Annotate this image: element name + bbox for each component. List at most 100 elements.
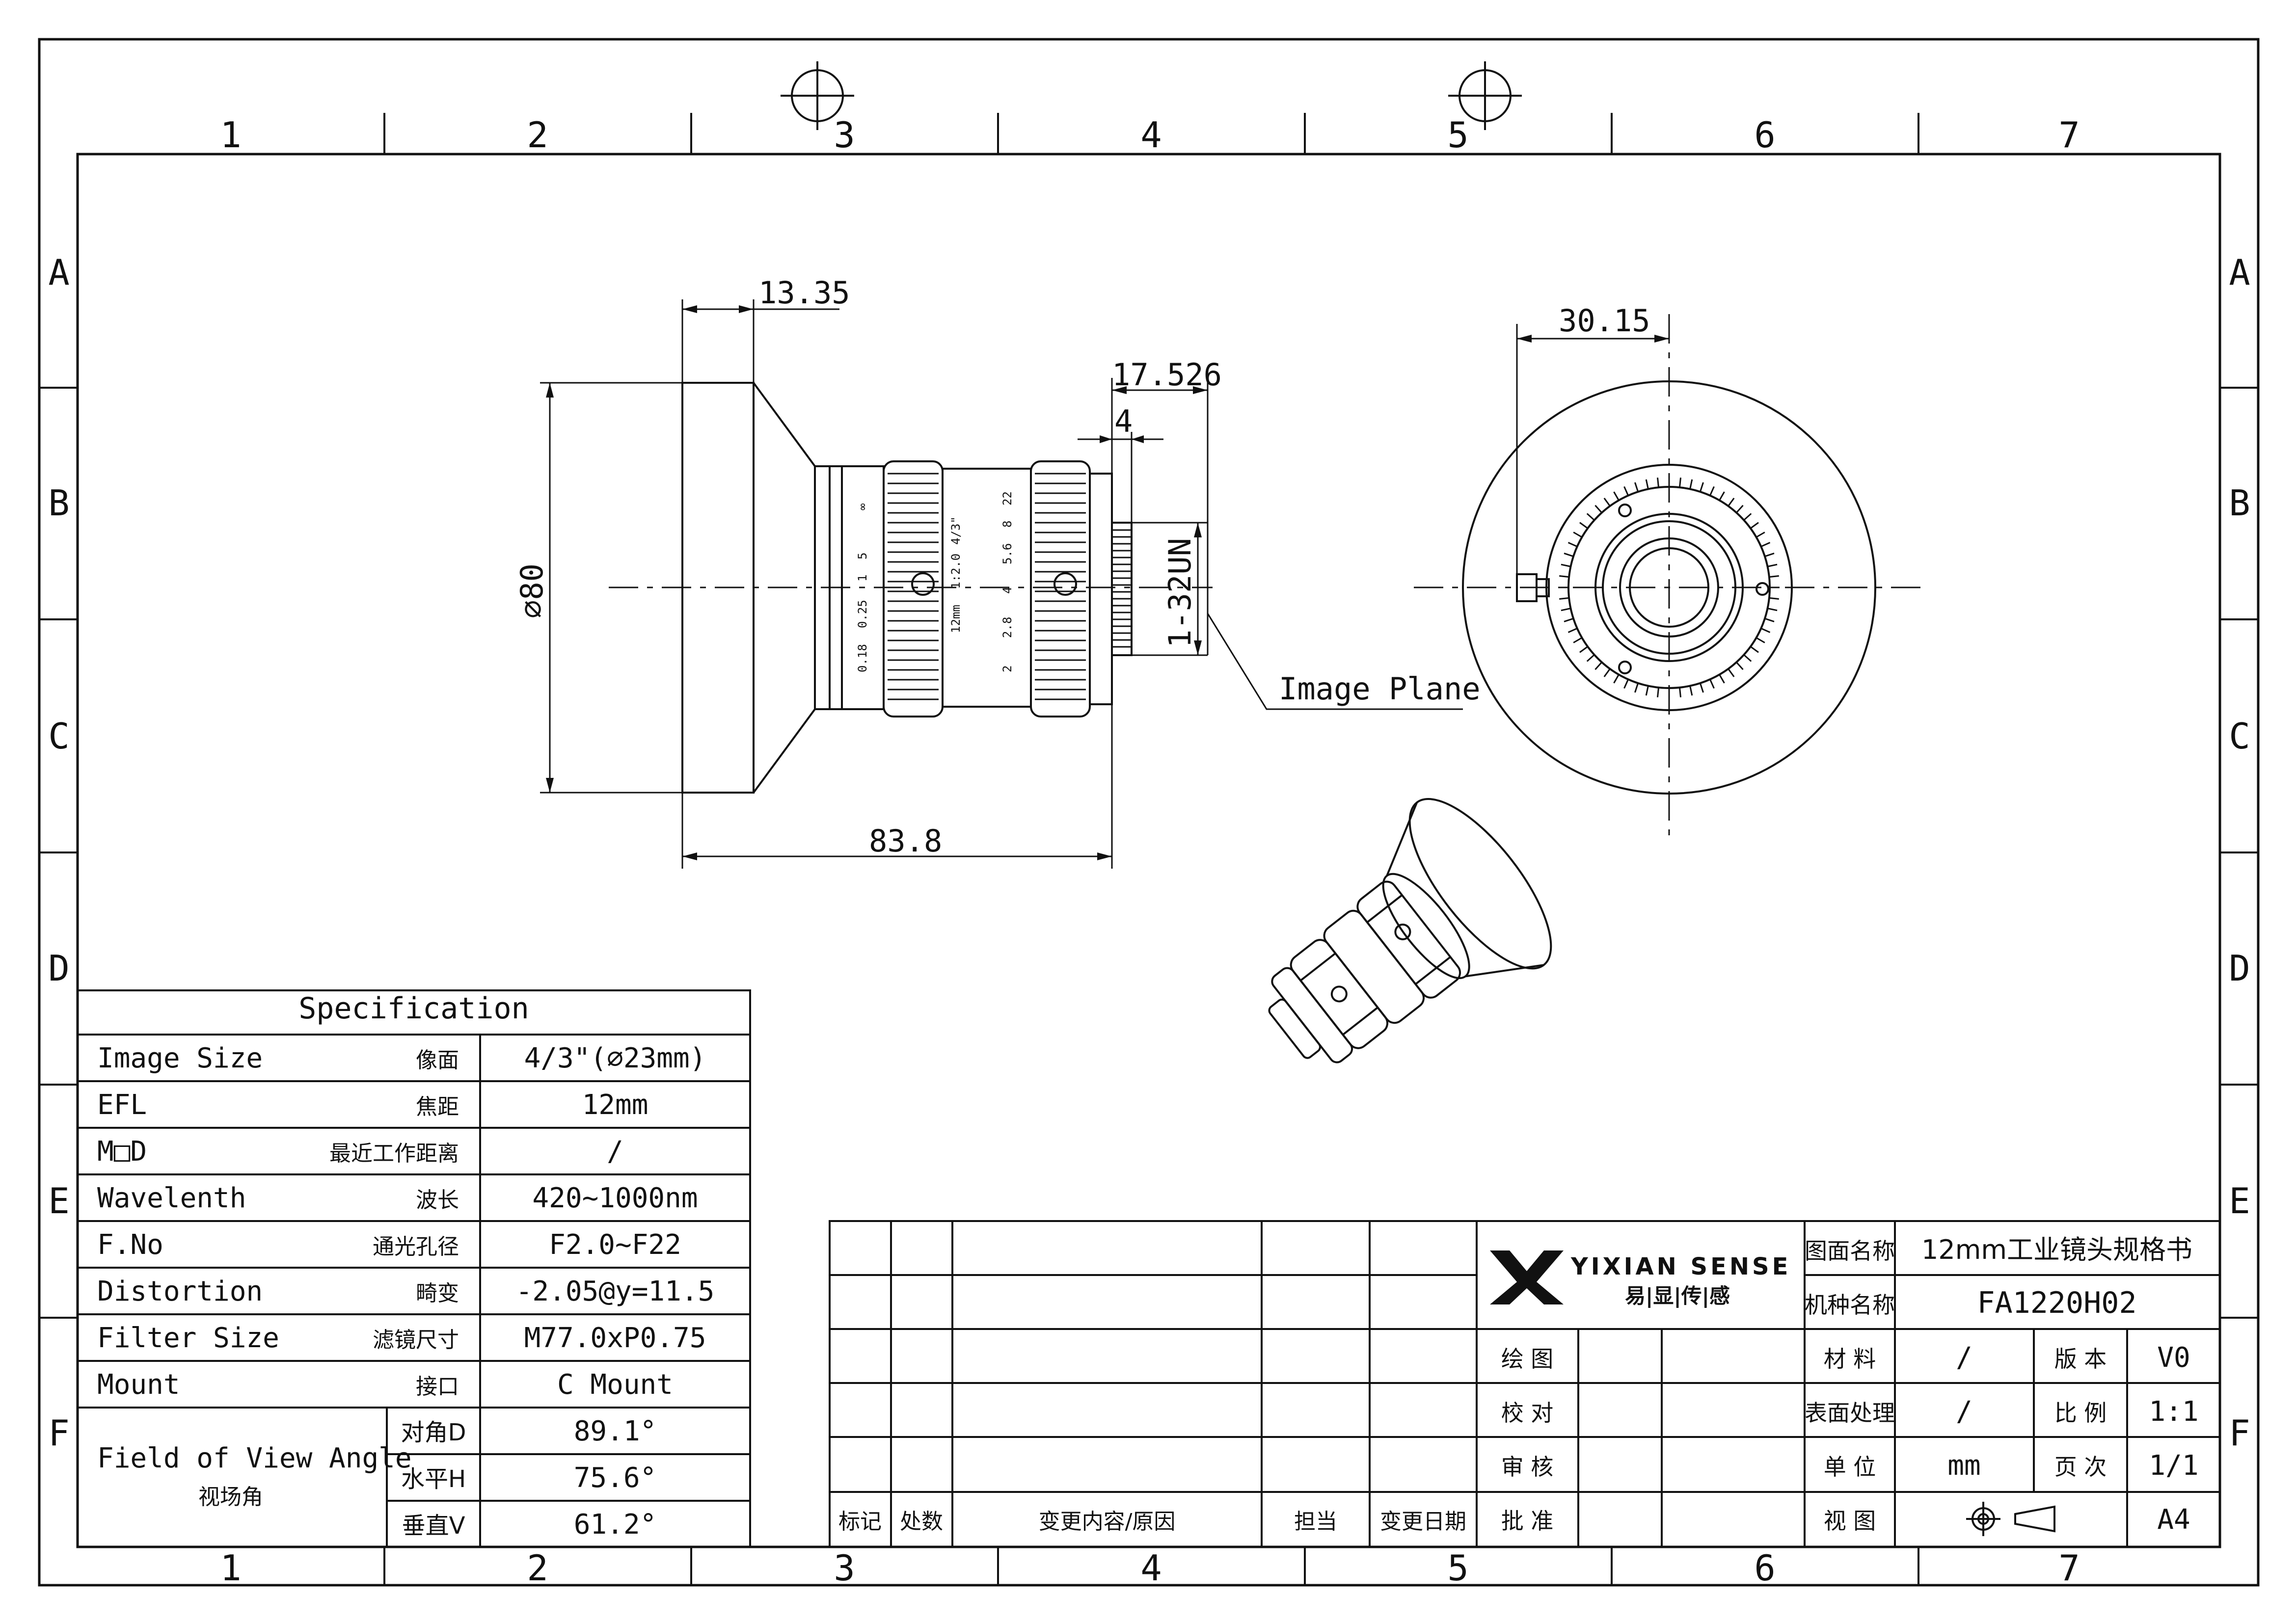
mount-ring-tooth (1559, 575, 1569, 578)
col-label-top-3: 3 (834, 114, 855, 156)
row-label-right-e: E (2229, 1180, 2250, 1222)
fov-cn-horizontal: 水平H (401, 1465, 466, 1493)
mount-ring-tooth (1743, 654, 1752, 662)
lens-scale-markings: 0.18 0.25 1 5 ∞ 12mm 1:2.0 4/3" 2 2.8 4 … (856, 491, 1014, 672)
scale-label: 比 例 (2054, 1400, 2107, 1426)
mount-ring-tooth (1561, 563, 1571, 567)
spec-name-2: M□D (97, 1136, 147, 1168)
spec-cn-0: 像面 (416, 1048, 459, 1073)
spec-cn-1: 焦距 (416, 1094, 459, 1119)
mount-ring-tooth (1767, 563, 1778, 567)
surface-value: / (1956, 1396, 1972, 1428)
row-label-right-a: A (2229, 252, 2250, 293)
col-label-bottom-1: 1 (220, 1547, 241, 1589)
iris-mark-22: 22 (1000, 491, 1014, 505)
page-label: 页 次 (2054, 1454, 2107, 1480)
row-label-right-b: B (2229, 482, 2250, 524)
col-label-top-6: 6 (1754, 114, 1775, 156)
col-label-bottom-6: 6 (1754, 1547, 1775, 1589)
iris-mark-4: 4 (1000, 587, 1014, 594)
mount-screw-3-icon (1618, 661, 1632, 674)
focus-mark-infinity: ∞ (856, 504, 869, 510)
title-block (829, 1220, 2221, 1548)
mount-ring-tooth (1623, 679, 1629, 689)
brand-x-icon (1490, 1250, 1564, 1304)
iris-mark-2: 2 (1000, 665, 1014, 672)
mount-ring-tooth (1594, 505, 1602, 513)
material-value: / (1956, 1342, 1972, 1374)
mount-ring-tooth (1760, 542, 1771, 547)
mount-ring-tooth (1756, 532, 1765, 538)
focus-mark-5: 5 (856, 553, 869, 559)
spec-value-7: C Mount (557, 1369, 673, 1401)
mount-ring-tooth (1743, 513, 1752, 521)
mount-ring-tooth (1573, 532, 1583, 538)
mount-ring-tooth (1767, 608, 1778, 612)
surface-label: 表面处理 (1805, 1400, 1895, 1426)
mount-ring-tooth (1594, 662, 1602, 670)
mount-ring-tooth (1709, 679, 1715, 689)
brand-logo: YIXIAN SENSE 易|显|传|感 (1490, 1250, 1788, 1308)
rear-view-dimension-arrows (1517, 335, 1669, 343)
mount-ring-tooth (1656, 478, 1660, 488)
mount-ring-tooth (1634, 482, 1639, 492)
spec-value-1: 12mm (582, 1089, 648, 1121)
spec-title: Specification (298, 991, 529, 1026)
lens-isometric-view (1268, 798, 1552, 1064)
col-label-bottom-3: 3 (834, 1547, 855, 1589)
focus-mark-0-25: 0.25 (856, 600, 869, 628)
unit-value: mm (1947, 1450, 1980, 1482)
mount-ring-tooth (1769, 597, 1779, 600)
zone-labels: 1 2 3 4 5 6 7 1 2 3 4 5 6 7 A B C D E F … (48, 114, 2250, 1589)
spec-name-1: EFL (97, 1089, 147, 1121)
projection-symbol-icon (1966, 1502, 2055, 1536)
mount-ring-tooth (1719, 491, 1725, 501)
model-value: FA1220H02 (1977, 1286, 2136, 1320)
dim-mount-offset: 30.15 (1559, 303, 1650, 339)
iris-mark-5-6: 5.6 (1000, 543, 1014, 564)
model-mark-focal: 12mm (949, 605, 963, 633)
spec-name-7: Mount (97, 1369, 180, 1401)
mount-ring-tooth (1567, 628, 1578, 633)
image-plane-label: Image Plane (1279, 671, 1481, 707)
mount-ring-tooth (1769, 575, 1779, 578)
mount-ring-tooth (1678, 687, 1682, 697)
version-label: 版 本 (2054, 1346, 2107, 1372)
material-label: 材 料 (1824, 1346, 1876, 1372)
mount-ring-tooth (1613, 491, 1620, 501)
mount-ring-tooth (1645, 686, 1649, 696)
col-label-bottom-2: 2 (527, 1547, 548, 1589)
drawing-name-label: 图面名称 (1805, 1238, 1895, 1264)
mount-ring-tooth (1709, 486, 1715, 496)
scale-value: 1:1 (2149, 1396, 2198, 1428)
mount-ring-tooth (1728, 498, 1735, 507)
row-label-left-d: D (48, 948, 69, 989)
row-label-right-c: C (2229, 716, 2250, 757)
mount-ring-tooth (1623, 486, 1629, 496)
spec-name-6: Filter Size (97, 1322, 279, 1354)
dim-hood-depth: 13.35 (758, 275, 850, 311)
model-label: 机种名称 (1805, 1292, 1895, 1318)
registration-mark-left-icon (781, 61, 854, 130)
mount-ring-tooth (1645, 479, 1649, 489)
mount-ring-tooth (1656, 687, 1660, 697)
model-mark-format: 4/3" (949, 516, 963, 545)
fov-label: Field of View Angle (97, 1442, 412, 1474)
sign-label-review: 审 核 (1501, 1454, 1554, 1480)
spec-name-0: Image Size (97, 1042, 263, 1074)
mount-ring-tooth (1634, 683, 1639, 693)
mount-ring-tooth (1736, 505, 1744, 513)
mount-ring-tooth (1728, 668, 1735, 677)
model-mark-aperture: 1:2.0 (949, 554, 963, 589)
iris-mark-8: 8 (1000, 521, 1014, 528)
focus-mark-1: 1 (856, 575, 869, 582)
spec-value-5: -2.05@y=11.5 (516, 1276, 715, 1307)
spec-value-6: M77.0xP0.75 (524, 1322, 706, 1354)
mount-ring-tooth (1564, 553, 1574, 558)
mount-ring-tooth (1719, 674, 1725, 684)
col-label-top-5: 5 (1447, 114, 1468, 156)
page-value: 1/1 (2149, 1450, 2198, 1482)
mount-screw-1-icon (1618, 504, 1632, 517)
mount-ring-tooth (1613, 674, 1620, 684)
